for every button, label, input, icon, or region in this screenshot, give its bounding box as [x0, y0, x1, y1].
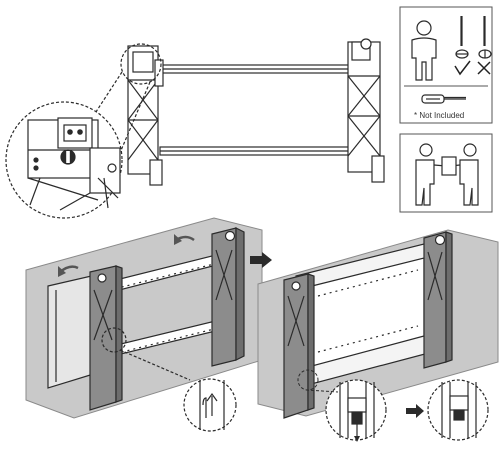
- left-arm-column: [89, 265, 123, 411]
- lock-icon: [60, 149, 76, 165]
- left-arm-column-right: [283, 273, 315, 419]
- flathead-screwdriver-icon: [478, 16, 492, 59]
- right-column: [347, 38, 385, 183]
- latch-detail-before: [325, 379, 387, 442]
- phillips-screwdriver-icon: [455, 16, 469, 59]
- mounted-step: [257, 229, 499, 442]
- tools-panel: * Not Included: [399, 6, 493, 124]
- right-arm-column: [211, 227, 245, 367]
- cross-icon: [477, 61, 491, 75]
- right-arm-column-right: [423, 231, 453, 369]
- mount-frame-step: [5, 38, 385, 219]
- left-column: [127, 45, 164, 186]
- attach-to-wall-step: [25, 217, 263, 432]
- up-arrow-icon: [206, 392, 218, 416]
- latch-detail-after: [427, 379, 489, 441]
- up-arrow-detail: [183, 378, 237, 432]
- person-icon: [411, 20, 437, 81]
- two-person-panel: [399, 133, 493, 213]
- check-icon: [454, 60, 471, 76]
- screwdriver-icon: [421, 94, 466, 104]
- two-person-carry-icon: [415, 143, 479, 206]
- right-arrow-icon: [406, 404, 424, 418]
- not-included-note: * Not Included: [414, 111, 464, 120]
- right-arrow-icon: [250, 252, 272, 268]
- callout-circle-small: [120, 43, 162, 85]
